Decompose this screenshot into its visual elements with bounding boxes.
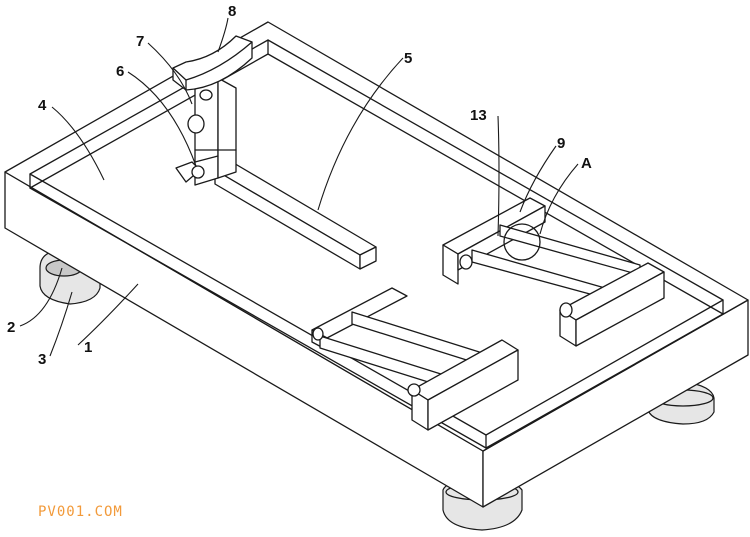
label-4: 4: [38, 97, 47, 114]
label-9: 9: [557, 135, 565, 152]
label-6: 6: [116, 63, 124, 80]
label-1: 1: [84, 339, 92, 356]
roller-clamp-right: [442, 197, 665, 347]
watermark: PV001.COM: [38, 504, 123, 520]
leader-lines: [19, 17, 579, 357]
label-8: 8: [228, 3, 236, 20]
label-13: 13: [470, 107, 487, 124]
label-2: 2: [7, 319, 15, 336]
label-a: A: [581, 155, 592, 172]
detail-circle-a: [503, 223, 541, 261]
label-5: 5: [404, 50, 412, 67]
callout-labels: 1 2 3 4 5 6 7 8 9 13 A: [7, 3, 592, 368]
saddle-support: [172, 35, 253, 91]
support-post: [175, 77, 237, 186]
label-7: 7: [136, 33, 144, 50]
rail-bar: [214, 161, 377, 270]
roller-clamp-left: [311, 287, 519, 431]
label-3: 3: [38, 351, 46, 368]
